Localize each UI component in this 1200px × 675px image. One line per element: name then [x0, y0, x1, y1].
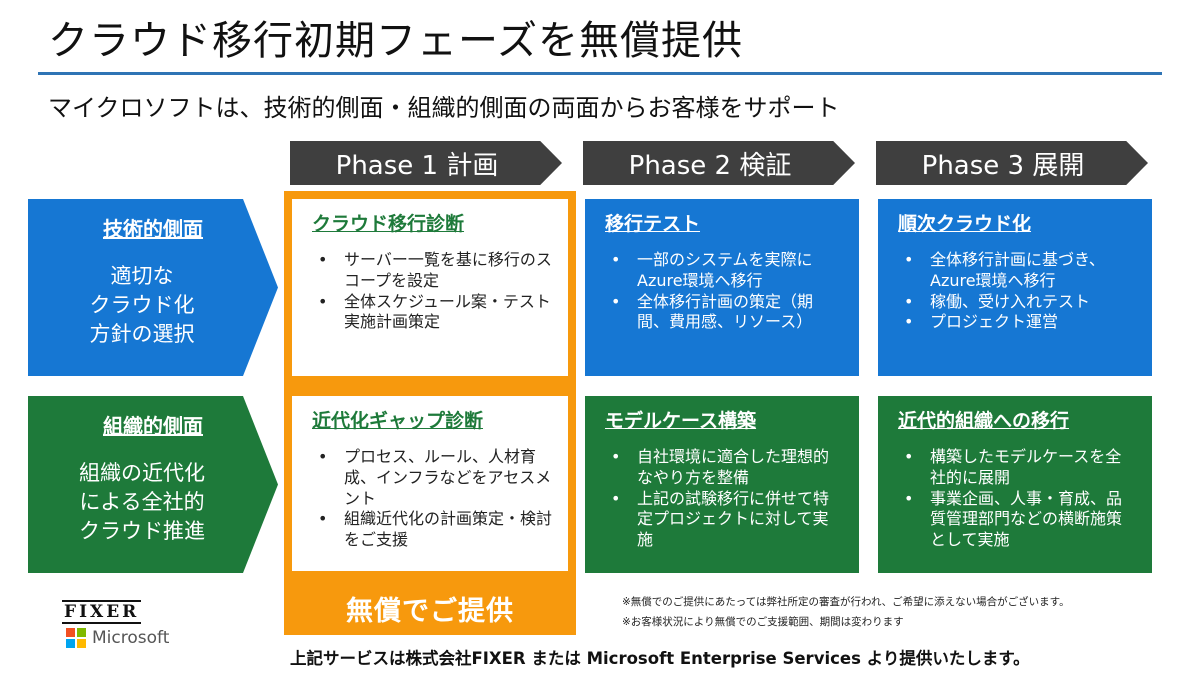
phase-label: Phase 1 計画 — [335, 150, 499, 181]
phase-label: Phase 2 検証 — [628, 150, 792, 181]
phase-label: Phase 3 展開 — [921, 150, 1085, 181]
row-description: 組織の近代化による全社的クラウド推進 — [79, 461, 205, 543]
card-title: 移行テスト — [605, 213, 701, 235]
microsoft-four-squares-icon — [66, 628, 86, 648]
phase-card: モデルケース構築自社環境に適合した理想的なやり方を整備上記の試験移行に併せて特定… — [585, 396, 859, 573]
card-title: 順次クラウド化 — [898, 213, 1032, 235]
card-title: クラウド移行診断 — [312, 213, 465, 235]
phase-card: クラウド移行診断サーバー一覧を基に移行のスコープを設定全体スケジュール案・テスト… — [292, 199, 568, 376]
card-bullet-item: 全体スケジュール案・テスト実施計画策定 — [318, 292, 552, 334]
page-title: クラウド移行初期フェーズを無償提供 — [48, 18, 743, 64]
card-title: モデルケース構築 — [605, 410, 757, 432]
card-bullet-list: 全体移行計画に基づき、Azure環境へ移行稼働、受け入れテストプロジェクト運営 — [898, 250, 1136, 333]
card-bullet-item: 上記の試験移行に併せて特定プロジェクトに対して実施 — [611, 489, 843, 551]
phase-card: 順次クラウド化全体移行計画に基づき、Azure環境へ移行稼働、受け入れテストプロ… — [878, 199, 1152, 376]
card-bullet-list: 一部のシステムを実際に Azure環境へ移行全体移行計画の策定（期間、費用感、リ… — [605, 250, 843, 333]
row-head-technical: 技術的側面 適切なクラウド化方針の選択 — [28, 199, 278, 376]
disclaimer-note: ※無償でのご提供にあたっては弊社所定の審査が行われ、ご希望に添えない場合がござい… — [622, 596, 1070, 608]
free-offer-banner: 無償でご提供 — [346, 595, 514, 627]
card-bullet-item: プロジェクト運営 — [904, 312, 1136, 333]
title-divider — [38, 72, 1162, 75]
card-bullet-item: プロセス、ルール、人材育成、インフラなどをアセスメント — [318, 447, 552, 509]
card-bullet-item: 事業企画、人事・育成、品質管理部門などの横断施策として実施 — [904, 489, 1136, 551]
card-bullet-item: 全体移行計画の策定（期間、費用感、リソース） — [611, 292, 843, 334]
card-bullet-list: プロセス、ルール、人材育成、インフラなどをアセスメント組織近代化の計画策定・検討… — [312, 447, 552, 551]
card-bullet-item: 構築したモデルケースを全社的に展開 — [904, 447, 1136, 489]
phase-1-header: Phase 1 計画 — [290, 141, 562, 185]
phase-card: 近代的組織への移行構築したモデルケースを全社的に展開事業企画、人事・育成、品質管… — [878, 396, 1152, 573]
card-bullet-list: 自社環境に適合した理想的なやり方を整備上記の試験移行に併せて特定プロジェクトに対… — [605, 447, 843, 551]
card-bullet-item: サーバー一覧を基に移行のスコープを設定 — [318, 250, 552, 292]
card-bullet-list: 構築したモデルケースを全社的に展開事業企画、人事・育成、品質管理部門などの横断施… — [898, 447, 1136, 551]
card-bullet-list: サーバー一覧を基に移行のスコープを設定全体スケジュール案・テスト実施計画策定 — [312, 250, 552, 333]
card-bullet-item: 自社環境に適合した理想的なやり方を整備 — [611, 447, 843, 489]
microsoft-logo: Microsoft — [66, 628, 169, 648]
card-title: 近代的組織への移行 — [898, 410, 1070, 432]
phase-card: 近代化ギャップ診断プロセス、ルール、人材育成、インフラなどをアセスメント組織近代… — [292, 396, 568, 571]
card-bullet-item: 稼働、受け入れテスト — [904, 292, 1136, 313]
phase-card: 移行テスト一部のシステムを実際に Azure環境へ移行全体移行計画の策定（期間、… — [585, 199, 859, 376]
row-head-organizational: 組織的側面 組織の近代化による全社的クラウド推進 — [28, 396, 278, 573]
fixer-logo-text: FIXER — [62, 600, 142, 624]
phase-2-header: Phase 2 検証 — [583, 141, 855, 185]
phase-3-header: Phase 3 展開 — [876, 141, 1148, 185]
microsoft-logo-text: Microsoft — [92, 628, 170, 648]
page-subtitle: マイクロソフトは、技術的側面・組織的側面の両面からお客様をサポート — [48, 94, 840, 122]
footer-statement: 上記サービスは株式会社FIXER または Microsoft Enterpris… — [290, 649, 1030, 668]
row-heading: 技術的側面 — [103, 217, 203, 241]
fixer-logo: FIXER — [62, 600, 142, 624]
card-bullet-item: 一部のシステムを実際に Azure環境へ移行 — [611, 250, 843, 292]
card-bullet-item: 全体移行計画に基づき、Azure環境へ移行 — [904, 250, 1136, 292]
disclaimer-note: ※お客様状況により無償でのご支援範囲、期間は変わります — [622, 616, 904, 628]
row-heading: 組織的側面 — [103, 414, 203, 438]
card-title: 近代化ギャップ診断 — [312, 410, 484, 432]
card-bullet-item: 組織近代化の計画策定・検討をご支援 — [318, 509, 552, 551]
row-description: 適切なクラウド化方針の選択 — [89, 264, 195, 346]
